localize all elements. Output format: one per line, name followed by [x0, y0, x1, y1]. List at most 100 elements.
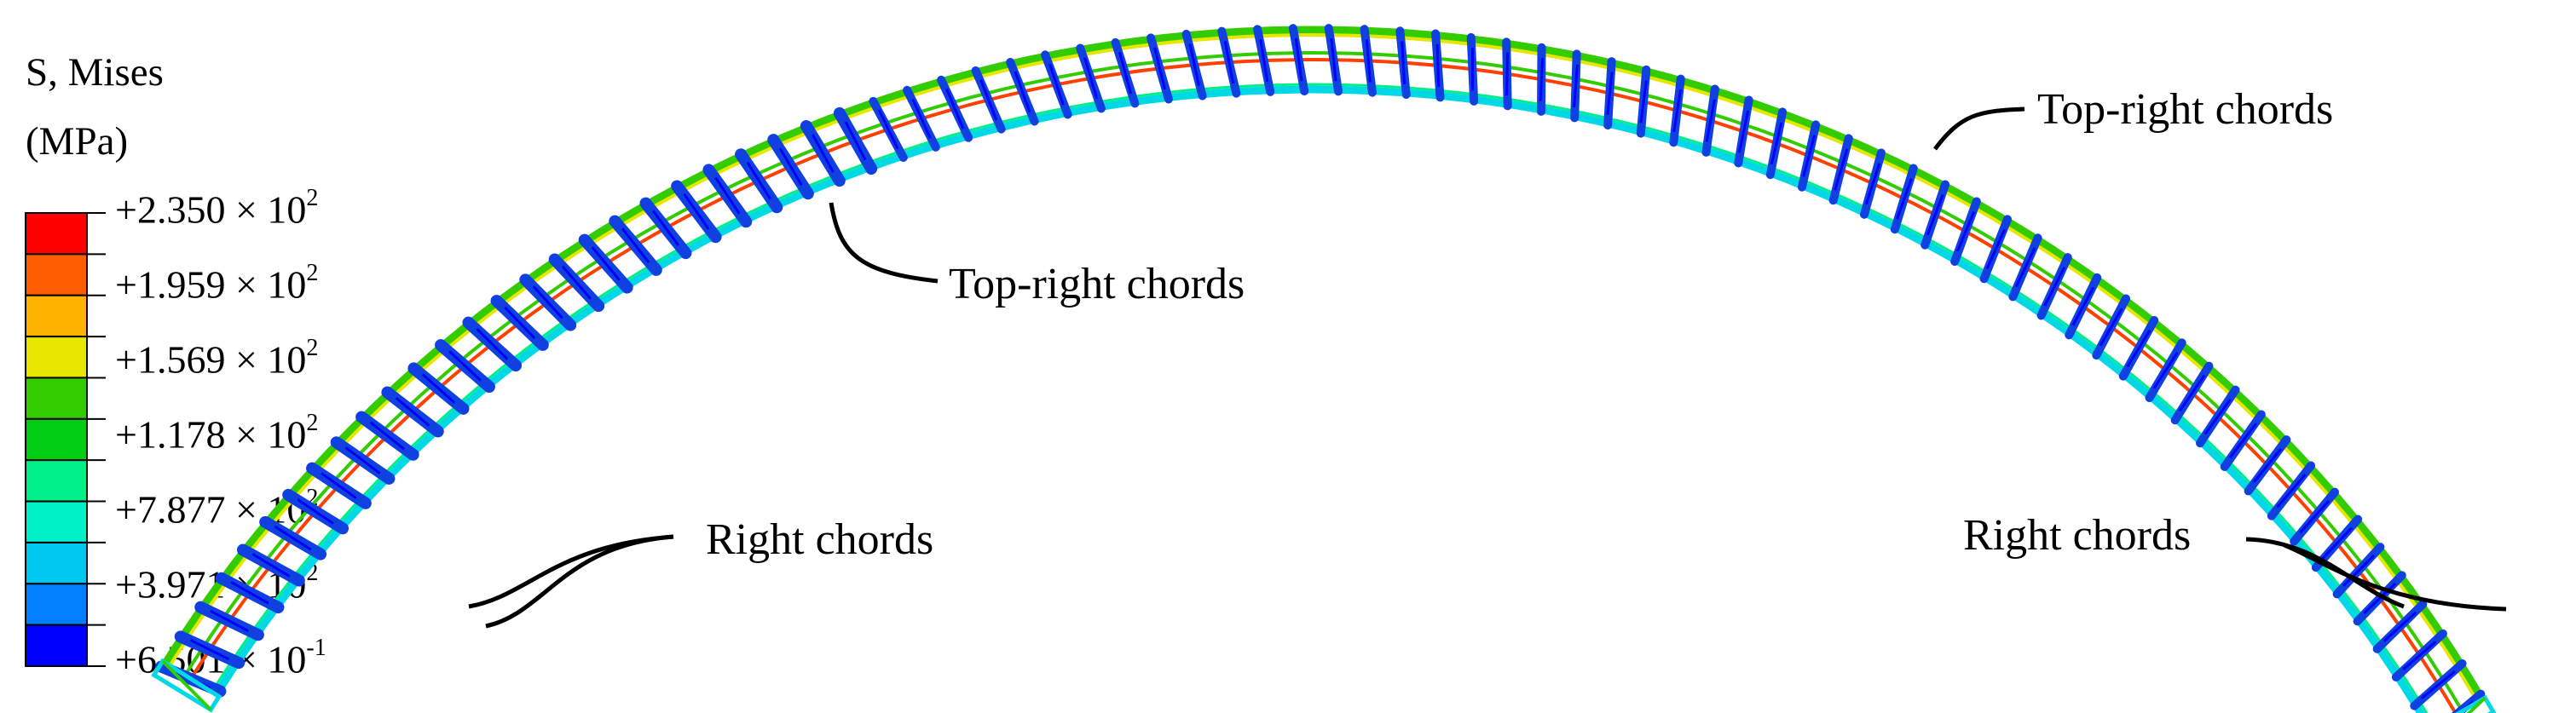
mid-chord — [189, 58, 2458, 713]
web-member-edge — [1048, 63, 1065, 106]
web-member-edge — [1834, 148, 1849, 191]
web-member-edge — [1188, 43, 1201, 87]
web-member-edge — [746, 162, 771, 200]
web-member-edge — [448, 350, 482, 382]
web-member-edge — [1956, 210, 1976, 252]
web-member-edge — [2402, 640, 2437, 670]
web-member-edge — [911, 98, 932, 139]
web-member-edge — [2253, 447, 2283, 483]
legend-value-2: +1.959 × 102 — [115, 260, 319, 307]
legend-swatch — [25, 294, 88, 338]
web-member-edge — [2014, 247, 2036, 288]
web-member-edge — [1573, 64, 1579, 108]
web-member-edge — [1330, 37, 1337, 82]
web-member-edge — [2043, 267, 2066, 307]
web-member-edge — [1802, 135, 1816, 177]
web-member-edge — [2321, 526, 2353, 561]
web-member-edge — [1294, 37, 1303, 82]
web-member-edge — [504, 306, 536, 340]
inner-chord — [212, 85, 2425, 713]
web-member-edge — [1435, 43, 1441, 88]
legend-swatch — [25, 583, 88, 626]
web-member-edge — [2152, 351, 2179, 389]
web-member-edge — [683, 193, 710, 230]
legend-title: S, Mises — [26, 50, 164, 95]
legend-value-3: +1.569 × 102 — [115, 335, 319, 382]
arch-truss-model — [151, 24, 2497, 713]
legend-swatch — [25, 541, 88, 585]
inner-chord-secondary — [211, 83, 2429, 713]
web-member-edge — [2276, 474, 2307, 509]
web-member-edge — [877, 109, 899, 150]
legend-unit: (MPa) — [26, 119, 129, 164]
web-member-edge — [1118, 51, 1133, 95]
legend-swatch — [25, 500, 88, 543]
callout-bottom-left: Right chords — [706, 515, 933, 564]
callout-top-right: Top-right chords — [2037, 85, 2333, 134]
web-member-edge — [532, 285, 563, 319]
web-member-edge — [1926, 194, 1944, 236]
web-members — [155, 24, 2486, 713]
web-member-edge — [274, 525, 312, 551]
right-support — [2454, 694, 2497, 713]
web-member-edge — [2228, 423, 2257, 459]
web-member-edge — [1985, 228, 2006, 270]
leader-bottom-left-b — [468, 534, 674, 609]
outer-chord — [162, 26, 2486, 702]
web-member-edge — [369, 421, 406, 451]
web-member-edge — [1505, 52, 1510, 96]
web-member-edge — [1606, 72, 1614, 115]
web-member-edge — [1705, 99, 1716, 142]
callout-top-left: Top-right chords — [949, 260, 1245, 308]
leader-bottom-left-a — [485, 534, 674, 629]
web-member-edge — [1896, 178, 1913, 220]
web-member-edge — [2126, 329, 2151, 368]
web-member-edge — [979, 79, 998, 121]
web-member-edge — [395, 397, 430, 427]
web-member-edge — [210, 609, 250, 633]
web-member-edge — [591, 246, 621, 281]
web-member-edge — [1259, 38, 1269, 83]
web-member-edge — [1539, 58, 1545, 101]
web-member-edge — [230, 581, 269, 605]
web-member-edge — [1401, 41, 1406, 84]
legend-swatch — [25, 459, 88, 503]
end-supports — [151, 658, 2497, 713]
legend-value-1: +2.350 × 102 — [115, 185, 319, 232]
web-member-edge — [476, 328, 509, 360]
web-member-edge — [321, 472, 357, 500]
web-member-edge — [2420, 670, 2457, 699]
legend-swatch — [25, 336, 88, 379]
legend-swatch — [25, 253, 88, 296]
web-member-edge — [189, 639, 230, 661]
web-member-edge — [251, 553, 291, 578]
legend-swatch — [25, 417, 88, 462]
callout-leaders — [468, 106, 2507, 629]
web-member-edge — [297, 498, 334, 525]
web-member-edge — [714, 176, 741, 215]
web-member-edge — [344, 446, 381, 474]
right-support-brace — [2466, 696, 2486, 713]
web-member-edge — [2299, 499, 2331, 534]
web-member-edge — [778, 147, 803, 187]
web-member-edge — [561, 265, 592, 300]
web-member-edge — [651, 210, 680, 246]
web-member-edge — [1365, 39, 1372, 83]
mid-chord-secondary — [183, 51, 2464, 712]
web-member-edge — [1639, 80, 1648, 124]
left-support — [151, 658, 222, 713]
web-member-edge — [2179, 374, 2206, 412]
web-member-edge — [2363, 582, 2397, 614]
web-member-edge — [1672, 89, 1682, 133]
web-member-edge — [2383, 611, 2417, 642]
legend-value-5: +7.877 × 102 — [115, 485, 319, 532]
web-member-edge — [1153, 47, 1167, 90]
legend-swatch — [25, 377, 88, 420]
web-member-edge — [1737, 110, 1750, 153]
legend-color-bar — [25, 212, 106, 667]
legend-value-4: +1.178 × 102 — [115, 410, 319, 457]
leader-top-right — [1933, 106, 2025, 151]
web-member-edge — [811, 134, 835, 173]
web-member-edge — [421, 373, 456, 404]
